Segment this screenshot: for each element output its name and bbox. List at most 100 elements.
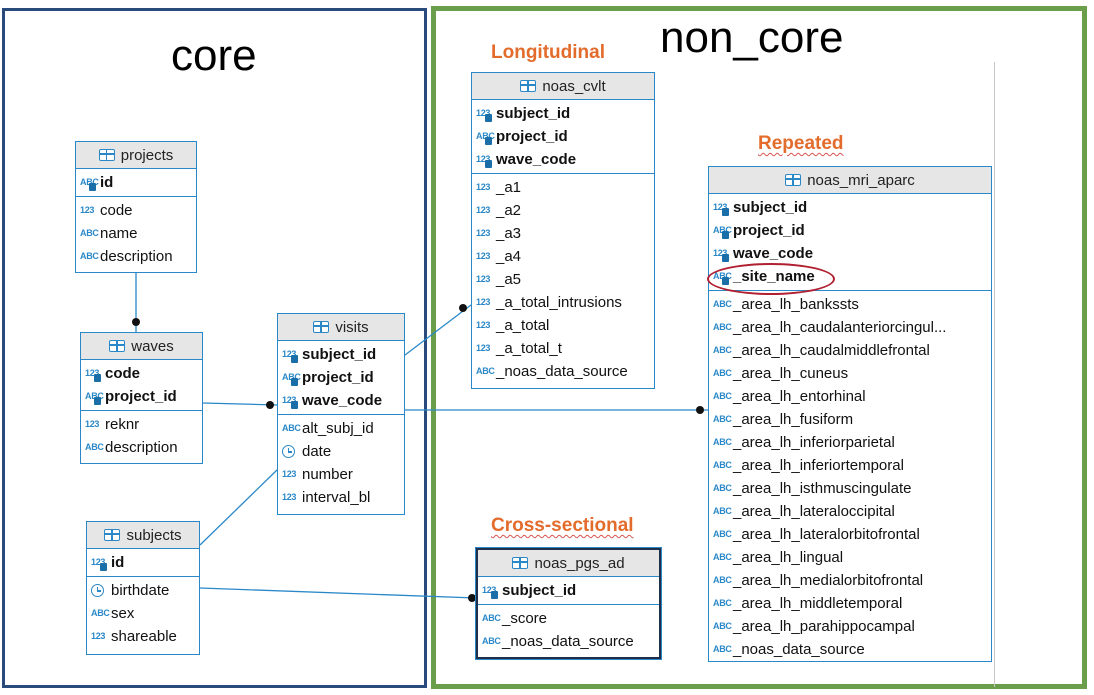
column[interactable]: ABC_area_lh_fusiform: [709, 408, 991, 431]
text-type-icon: ABC: [282, 423, 301, 433]
column-name: _area_lh_middletemporal: [733, 595, 903, 612]
text-type-icon: ABC: [80, 228, 99, 238]
column[interactable]: ABC_area_lh_lateraloccipital: [709, 500, 991, 523]
column-name: interval_bl: [302, 489, 371, 506]
column[interactable]: 123_a3: [472, 222, 654, 245]
column[interactable]: 123_a_total_t: [472, 337, 654, 360]
column[interactable]: birthdate: [87, 579, 199, 602]
column-name: subject_id: [733, 199, 808, 216]
numeric-type-icon: 123: [282, 492, 297, 502]
link-visits-cvlt: [404, 304, 472, 356]
column[interactable]: 123_a5: [472, 268, 654, 291]
table-header[interactable]: noas_mri_aparc: [709, 167, 991, 194]
column[interactable]: ABC_area_lh_middletemporal: [709, 592, 991, 615]
table-name: projects: [120, 146, 174, 164]
numeric-type-icon: 123: [476, 182, 491, 192]
column[interactable]: ABC_area_lh_medialorbitofrontal: [709, 569, 991, 592]
column[interactable]: ABC_area_lh_inferiortemporal: [709, 454, 991, 477]
column-name: code: [105, 365, 141, 382]
core-region: [2, 8, 427, 688]
column[interactable]: 123_a4: [472, 245, 654, 268]
table-header[interactable]: noas_cvlt: [472, 73, 654, 100]
column[interactable]: ABC_area_lh_parahippocampal: [709, 615, 991, 638]
column[interactable]: 123_a2: [472, 199, 654, 222]
column[interactable]: date: [278, 440, 404, 463]
text-type-icon: ABC: [713, 575, 732, 585]
table-header[interactable]: projects: [76, 142, 196, 169]
column-name: project_id: [302, 369, 374, 386]
column[interactable]: ABC_area_lh_lateralorbitofrontal: [709, 523, 991, 546]
column[interactable]: ABC_area_lh_entorhinal: [709, 385, 991, 408]
column[interactable]: ABC_area_lh_isthmuscingulate: [709, 477, 991, 500]
column[interactable]: ABC_area_lh_cuneus: [709, 362, 991, 385]
column[interactable]: ABC_noas_data_source: [478, 630, 659, 653]
text-type-icon: ABC: [713, 368, 732, 378]
column[interactable]: ABC_area_lh_inferiorparietal: [709, 431, 991, 454]
column-name: _area_lh_medialorbitofrontal: [733, 572, 924, 589]
non-core-title: non_core: [660, 13, 844, 62]
column[interactable]: ABC_area_lh_caudalmiddlefrontal: [709, 339, 991, 362]
table-header[interactable]: noas_pgs_ad: [478, 550, 659, 577]
cross-sectional-label: Cross-sectional: [491, 515, 634, 536]
table-header[interactable]: visits: [278, 314, 404, 341]
table-icon: [313, 321, 330, 333]
column-name: shareable: [111, 628, 177, 645]
column[interactable]: 123_a1: [472, 176, 654, 199]
column[interactable]: ABC_score: [478, 607, 659, 630]
table-header[interactable]: subjects: [87, 522, 199, 549]
column-name: description: [100, 248, 173, 265]
core-title: core: [171, 31, 257, 80]
column-name: id: [111, 554, 125, 571]
column[interactable]: ABC_area_lh_bankssts: [709, 293, 991, 316]
column[interactable]: ABC_noas_data_source: [472, 360, 654, 383]
column[interactable]: ABC_noas_data_source: [709, 638, 991, 661]
column[interactable]: 123_a_total: [472, 314, 654, 337]
column-name: sex: [111, 605, 135, 622]
table-header[interactable]: waves: [81, 333, 202, 360]
divider-line: [994, 62, 995, 687]
column[interactable]: ABC_area_lh_caudalanteriorcingul...: [709, 316, 991, 339]
column-name: _area_lh_inferiorparietal: [733, 434, 895, 451]
column-name: _area_lh_caudalanteriorcingul...: [733, 319, 947, 336]
column[interactable]: 123 interval_bl: [278, 486, 404, 509]
text-type-icon: ABC: [713, 552, 732, 562]
column-name: _a4: [496, 248, 522, 265]
repeated-label: Repeated: [758, 133, 844, 154]
column-name: subject_id: [502, 582, 577, 599]
column-name: name: [100, 225, 138, 242]
column[interactable]: ABC_area_lh_lingual: [709, 546, 991, 569]
column[interactable]: 123_a_total_intrusions: [472, 291, 654, 314]
